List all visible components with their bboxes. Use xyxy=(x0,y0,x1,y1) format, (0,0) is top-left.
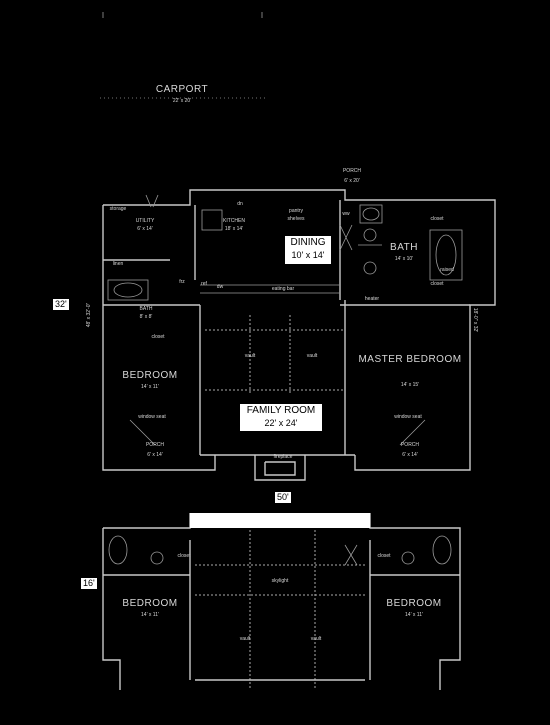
window-seat-note-2: window seat xyxy=(394,414,422,420)
side-dimension-left: 48' x 32'-0" xyxy=(86,303,92,328)
vault-note-4: vault xyxy=(311,636,322,642)
vault-lines xyxy=(195,315,365,690)
kitchen-label: KITCHEN xyxy=(223,218,245,224)
closet-note-2: closet xyxy=(430,281,444,287)
dn-note: dn xyxy=(237,201,243,207)
ww-note: ww xyxy=(342,211,350,217)
master-bedroom-label: MASTER BEDROOM xyxy=(358,354,461,365)
interior-fixtures xyxy=(107,194,463,446)
vault-note-1: vault xyxy=(245,353,256,359)
utility-size: 6' x 14' xyxy=(137,226,153,232)
bedroom-bl-label: BEDROOM xyxy=(122,598,177,609)
bedroom-left-label: BEDROOM xyxy=(122,370,177,381)
dimension-width: 50' xyxy=(275,492,291,503)
dining-label: DINING xyxy=(290,237,326,248)
master-bedroom-size: 14' x 15' xyxy=(401,382,419,388)
bedroom-br-label: BEDROOM xyxy=(386,598,441,609)
porch-left-size: 6' x 14' xyxy=(147,452,163,458)
porch-right-size: 6' x 14' xyxy=(402,452,418,458)
carport-label: CARPORT xyxy=(156,84,208,95)
ref-note: ref xyxy=(201,281,207,287)
bedroom-left-size: 14' x 11' xyxy=(141,384,159,390)
wing-fixtures xyxy=(108,535,452,566)
family-room-label-box: FAMILY ROOM 22' x 24' xyxy=(240,404,322,431)
eating-bar-note: eating bar xyxy=(272,286,295,292)
closet-note-1: closet xyxy=(430,216,444,222)
dining-label-box: DINING 10' x 14' xyxy=(285,236,331,264)
side-dimension-right: 18'-0" x 32' xyxy=(472,308,478,333)
closet-note-4: closet xyxy=(177,553,191,559)
closet-note-5: closet xyxy=(377,553,391,559)
vault-note-2: vault xyxy=(307,353,318,359)
vault-note-3: vault xyxy=(240,636,251,642)
bedroom-br-size: 14' x 11' xyxy=(405,612,423,618)
bath-small-label: BATH xyxy=(140,306,153,312)
porch-left-label: PORCH xyxy=(146,442,164,448)
closet-note-3: closet xyxy=(151,334,165,340)
storage-note: storage xyxy=(110,206,127,212)
dimension-depth-main: 32' xyxy=(53,299,69,310)
fireplace-note: fireplace xyxy=(274,454,293,460)
bath-master-size: 14' x 10' xyxy=(395,256,413,262)
wing-walls xyxy=(102,513,461,690)
frz-note: frz xyxy=(179,279,185,285)
linen-note: linen xyxy=(113,261,124,267)
main-walls xyxy=(102,189,496,471)
skylight-note: skylight xyxy=(272,578,289,584)
dining-size: 10' x 14' xyxy=(291,250,325,260)
porch-top-size: 6' x 20' xyxy=(344,178,360,184)
fireplace xyxy=(254,455,306,481)
carport-dimension-line xyxy=(100,12,265,99)
shelves-note: shelves xyxy=(288,216,305,222)
breezeway-bar xyxy=(190,513,370,528)
raised-note: raised xyxy=(440,267,454,273)
pantry-note: pantry xyxy=(289,208,303,214)
porch-top-label: PORCH xyxy=(343,168,361,174)
utility-label: UTILITY xyxy=(136,218,155,224)
bath-master-label: BATH xyxy=(390,242,418,253)
heater-note: heater xyxy=(365,296,380,302)
bath-small-size: 8' x 8' xyxy=(140,314,153,320)
dw-note: dw xyxy=(217,284,224,290)
kitchen-size: 18' x 14' xyxy=(225,226,243,232)
dimension-depth-wing: 16' xyxy=(81,578,97,589)
family-room-size: 22' x 24' xyxy=(264,418,298,428)
porch-right-label: PORCH xyxy=(401,442,419,448)
window-seat-note-1: window seat xyxy=(138,414,166,420)
bedroom-bl-size: 14' x 11' xyxy=(141,612,159,618)
family-room-label: FAMILY ROOM xyxy=(246,405,316,416)
carport-size: 22' x 20' xyxy=(173,98,191,104)
